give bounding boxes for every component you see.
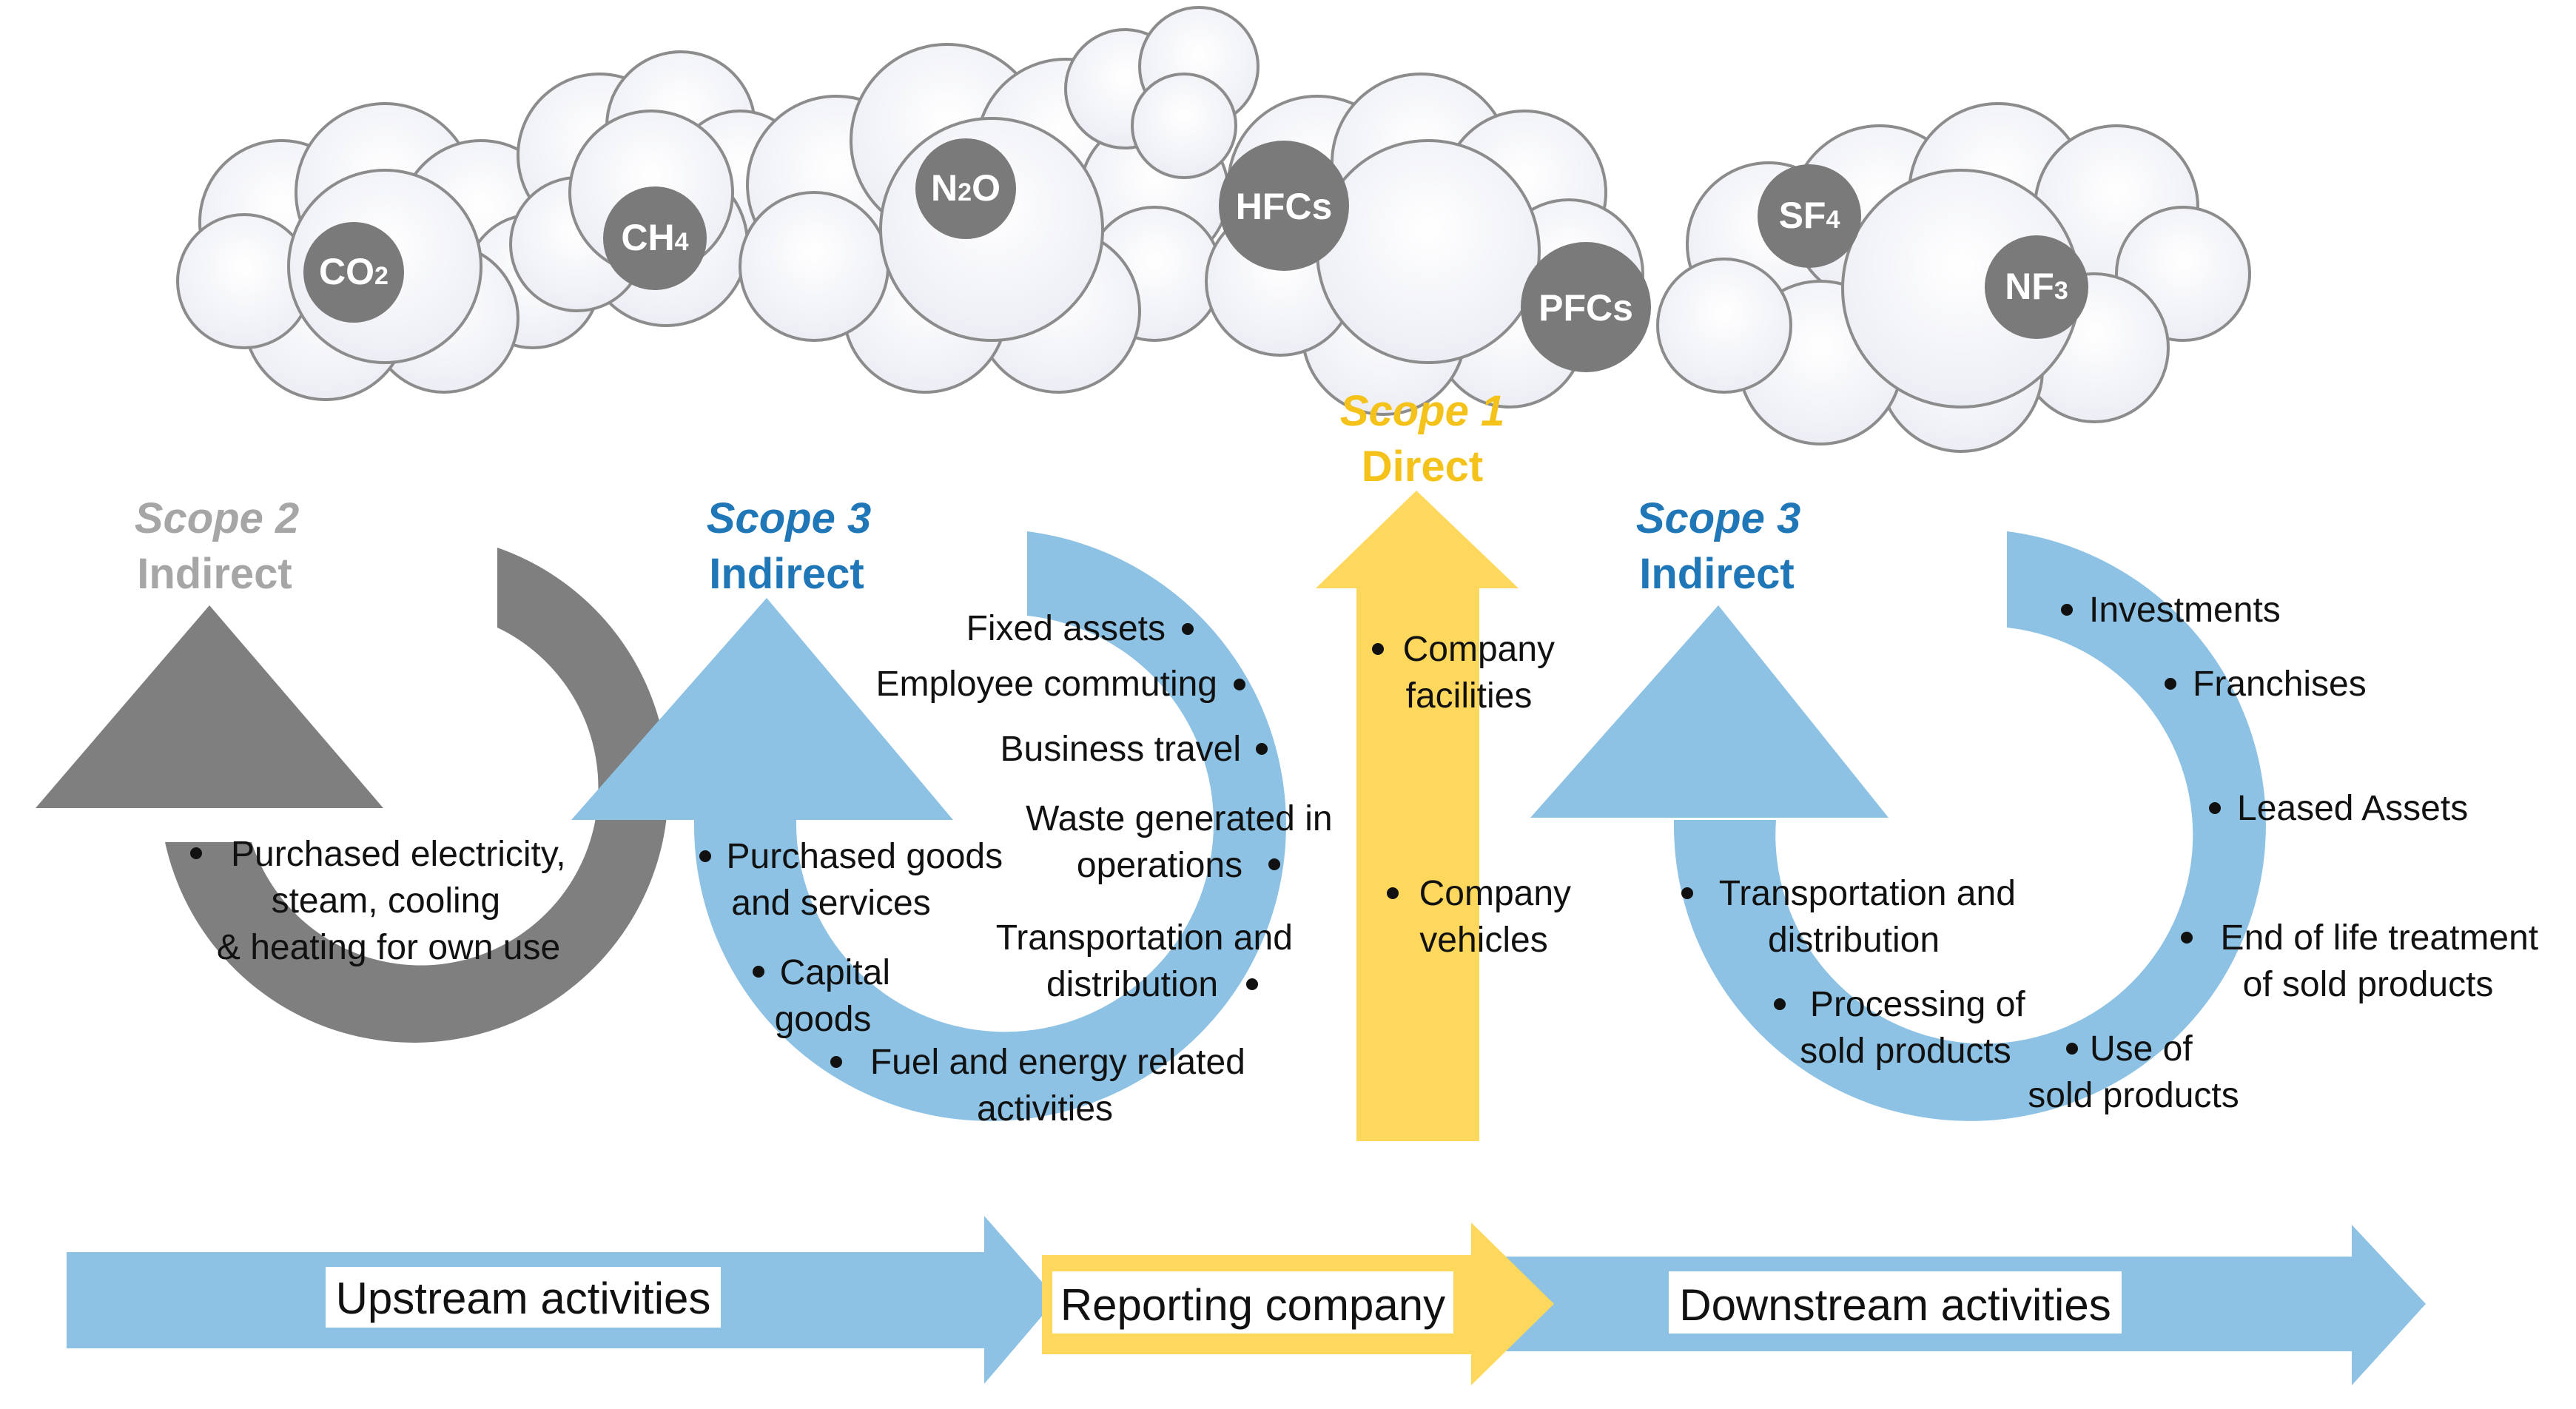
gas-hfcs: HFCs: [1219, 141, 1349, 271]
scope3-down-title: Scope 3: [1636, 494, 1800, 542]
scope2-arrow: [36, 548, 669, 1043]
item-transport-down: Transportation and distribution: [1719, 874, 2025, 960]
svg-text:NF3: NF3: [2005, 266, 2068, 307]
scope3-downstream-arrow: [1530, 531, 2266, 1121]
scope1-arrow: [1316, 491, 1519, 1141]
item-employee-commuting: Employee commuting: [875, 665, 1217, 704]
upstream-label: Upstream activities: [336, 1274, 711, 1323]
svg-text:CH4: CH4: [621, 217, 688, 258]
scope1-items: Company facilities Company vehicles: [1372, 630, 1581, 960]
svg-text:HFCs: HFCs: [1236, 186, 1333, 227]
svg-text:PFCs: PFCs: [1538, 287, 1633, 329]
scope3-down-items: Investments Franchises Leased Assets End…: [1681, 591, 2549, 1115]
item-franchises: Franchises: [2193, 665, 2367, 704]
item-leased-assets: Leased Assets: [2237, 789, 2468, 828]
cloud-1: [176, 102, 601, 401]
scope3-up-items: Fixed assets Employee commuting Business…: [699, 609, 1342, 1129]
scope2-subtitle: Indirect: [137, 550, 292, 598]
gas-sf4: SF4: [1758, 164, 1861, 268]
activity-bar: Upstream activities Reporting company Do…: [67, 1216, 2426, 1385]
item-end-of-life: End of life treatment of sold products: [2221, 918, 2549, 1004]
scope3-down-subtitle: Indirect: [1639, 550, 1795, 598]
downstream-label-box: [1669, 1271, 2122, 1334]
svg-text:CO2: CO2: [319, 251, 389, 292]
cloud-3-top: [1064, 6, 1260, 179]
reporting-label-box: [1052, 1271, 1453, 1334]
item-investments: Investments: [2089, 591, 2281, 630]
scope2-items: Purchased electricity, steam, cooling & …: [190, 835, 576, 967]
reporting-label: Reporting company: [1060, 1280, 1445, 1330]
scope3-up-subtitle: Indirect: [709, 550, 864, 598]
item-use-of-products: Use of sold products: [2028, 1029, 2239, 1115]
scope3-upstream-arrow: [571, 531, 1286, 1121]
cloud-5: [1656, 102, 2251, 453]
gas-circles: CO2 CH4 N2O HFCs PFCs SF4 NF3: [303, 138, 2088, 372]
scope-titles: Scope 2 Indirect Scope 3 Indirect Scope …: [135, 387, 1800, 598]
cloud-group: [176, 6, 2251, 453]
gas-pfcs: PFCs: [1521, 242, 1651, 372]
svg-text:N2O: N2O: [931, 167, 1001, 209]
item-waste: Waste generated in operations: [1026, 799, 1342, 885]
scope2-item-electricity: Purchased electricity, steam, cooling & …: [217, 835, 576, 967]
item-transport-up: Transportation and distribution: [996, 918, 1302, 1004]
scope3-up-title: Scope 3: [707, 494, 871, 542]
item-business-travel: Business travel: [1001, 730, 1241, 769]
downstream-label: Downstream activities: [1679, 1280, 2111, 1330]
item-fuel-energy: Fuel and energy related activities: [870, 1043, 1255, 1129]
item-capital-goods: Capital goods: [775, 953, 901, 1039]
item-fixed-assets: Fixed assets: [966, 609, 1166, 648]
gas-co2: CO2: [303, 222, 404, 323]
upstream-label-box: [326, 1267, 721, 1328]
svg-text:SF4: SF4: [1779, 195, 1840, 236]
item-purchased-goods: Purchased goods and services: [727, 837, 1013, 923]
gas-n2o: N2O: [915, 138, 1016, 239]
gas-ch4: CH4: [603, 186, 707, 290]
item-processing: Processing of sold products: [1800, 985, 2035, 1071]
scope2-title: Scope 2: [135, 494, 299, 542]
item-company-facilities: Company facilities: [1403, 630, 1565, 716]
scope1-subtitle: Direct: [1362, 443, 1483, 491]
scope1-title: Scope 1: [1340, 387, 1504, 435]
gas-nf3: NF3: [1985, 235, 2088, 339]
item-company-vehicles: Company vehicles: [1419, 874, 1581, 960]
